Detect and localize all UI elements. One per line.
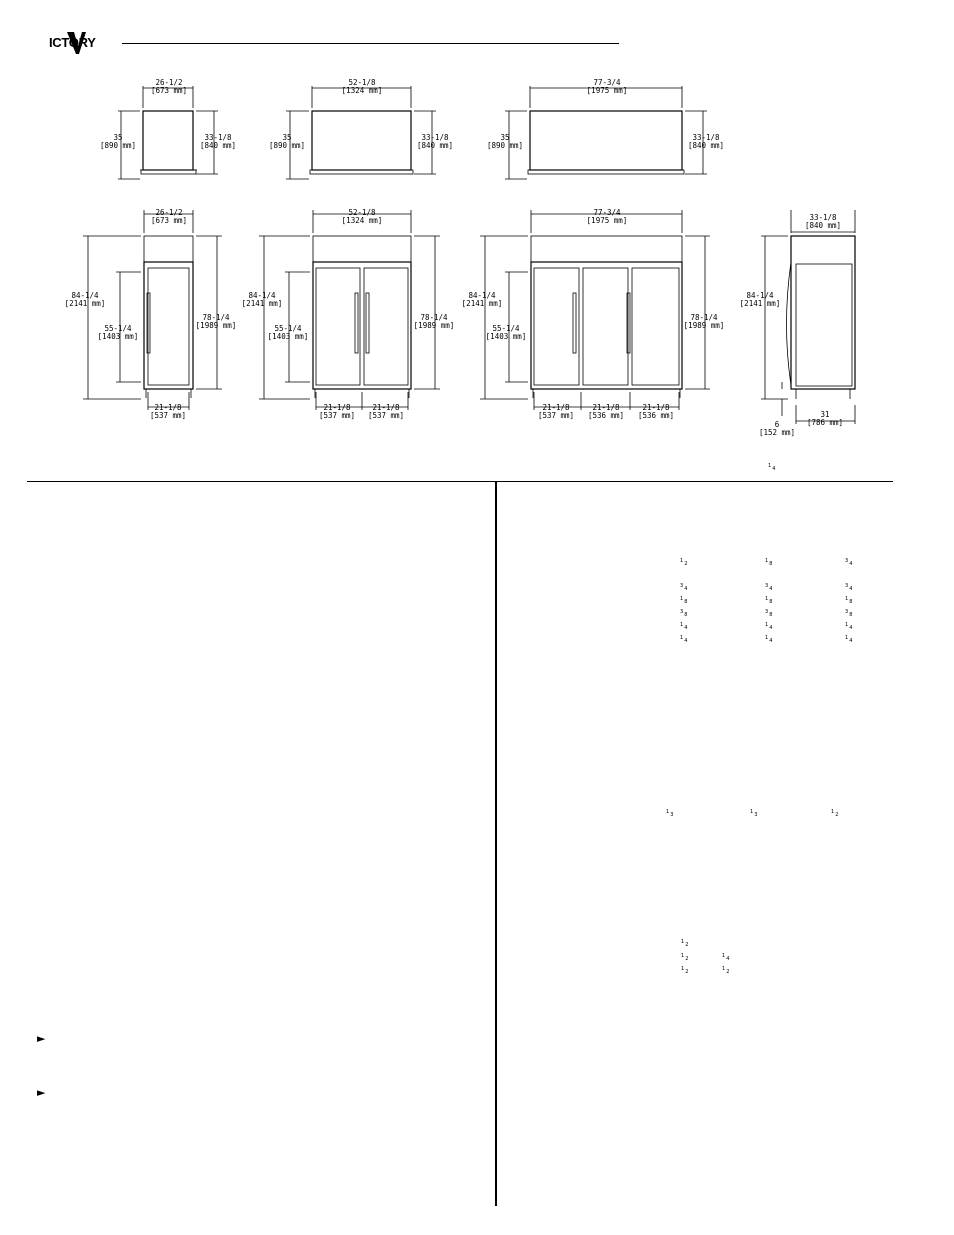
fraction-glyph: 13 <box>666 809 674 818</box>
side-height-label: 84-1/4[2141 mm] <box>739 291 781 308</box>
front3-right-label: 78-1/4[1989 mm] <box>683 313 725 330</box>
column-divider <box>495 482 497 1206</box>
header-rule <box>122 43 619 44</box>
fraction-glyph: 12 <box>831 809 839 818</box>
front1-width-label: 26-1/2[673 mm] <box>150 208 188 225</box>
fraction-glyph: 34 <box>765 583 773 592</box>
fraction-glyph: 18 <box>680 596 688 605</box>
front2-width-label: 52-1/8[1324 mm] <box>341 208 383 225</box>
fraction-glyph: 34 <box>845 583 853 592</box>
front3-width-label: 77-3/4[1975 mm] <box>586 208 628 225</box>
front1-height-label: 84-1/4[2141 mm] <box>64 291 106 308</box>
fraction-glyph: 14 <box>845 622 853 631</box>
bullet-arrow: ► <box>37 1086 46 1099</box>
fraction-glyph: 12 <box>681 953 689 962</box>
fraction-glyph: 18 <box>765 558 773 567</box>
top1-width-label: 26-1/2[673 mm] <box>150 78 188 95</box>
fraction-glyph: 38 <box>845 609 853 618</box>
fraction-glyph: 18 <box>765 596 773 605</box>
front2-height-label: 84-1/4[2141 mm] <box>241 291 283 308</box>
front1-right-label: 78-1/4[1989 mm] <box>195 313 237 330</box>
brand-name: ICTORY <box>49 35 96 50</box>
top2-left-label: 35[890 mm] <box>268 133 306 150</box>
top1-left-label: 35[890 mm] <box>99 133 137 150</box>
top3-left-label: 35[890 mm] <box>486 133 524 150</box>
fraction-glyph: 14 <box>722 953 730 962</box>
top2-right-label: 33-1/8[840 mm] <box>416 133 454 150</box>
front2-bottom-label-1: 21-1/8[537 mm] <box>318 403 356 420</box>
fraction-glyph: 12 <box>722 966 730 975</box>
top3-right-label: 33-1/8[840 mm] <box>687 133 725 150</box>
front2-door-label: 55-1/4[1403 mm] <box>267 324 309 341</box>
front2-bottom-label-2: 21-1/8[537 mm] <box>367 403 405 420</box>
front1-door-label: 55-1/4[1403 mm] <box>97 324 139 341</box>
top2-width-label: 52-1/8[1324 mm] <box>341 78 383 95</box>
fraction-glyph: 38 <box>680 609 688 618</box>
front3-bottom-label-1: 21-1/8[537 mm] <box>537 403 575 420</box>
side-leg-label: 6[152 mm] <box>758 420 796 437</box>
fraction-glyph: 12 <box>681 966 689 975</box>
front3-height-label: 84-1/4[2141 mm] <box>461 291 503 308</box>
fraction-glyph: 18 <box>845 596 853 605</box>
front1-bottom-label-1: 21-1/8[537 mm] <box>149 403 187 420</box>
fraction-glyph: 13 <box>750 809 758 818</box>
side-depth-label: 31[786 mm] <box>806 410 844 427</box>
fraction-glyph: 14 <box>680 635 688 644</box>
front3-door-label: 55-1/4[1403 mm] <box>485 324 527 341</box>
side-width-label: 33-1/8[840 mm] <box>804 213 842 230</box>
caption-fraction: 14 <box>768 463 776 472</box>
front2-right-label: 78-1/4[1989 mm] <box>413 313 455 330</box>
bullet-arrow: ► <box>37 1032 46 1045</box>
fraction-glyph: 12 <box>680 558 688 567</box>
fraction-glyph: 38 <box>765 609 773 618</box>
front3-bottom-label-2: 21-1/8[536 mm] <box>587 403 625 420</box>
top3-width-label: 77-3/4[1975 mm] <box>586 78 628 95</box>
victory-logo-mark <box>67 32 86 54</box>
fraction-glyph: 12 <box>681 939 689 948</box>
fraction-glyph: 34 <box>680 583 688 592</box>
section-divider <box>27 481 893 482</box>
fraction-glyph: 34 <box>845 558 853 567</box>
fraction-glyph: 14 <box>765 635 773 644</box>
front3-bottom-label-3: 21-1/8[536 mm] <box>637 403 675 420</box>
fraction-glyph: 14 <box>845 635 853 644</box>
top1-right-label: 33-1/8[840 mm] <box>199 133 237 150</box>
fraction-glyph: 14 <box>680 622 688 631</box>
fraction-glyph: 14 <box>765 622 773 631</box>
